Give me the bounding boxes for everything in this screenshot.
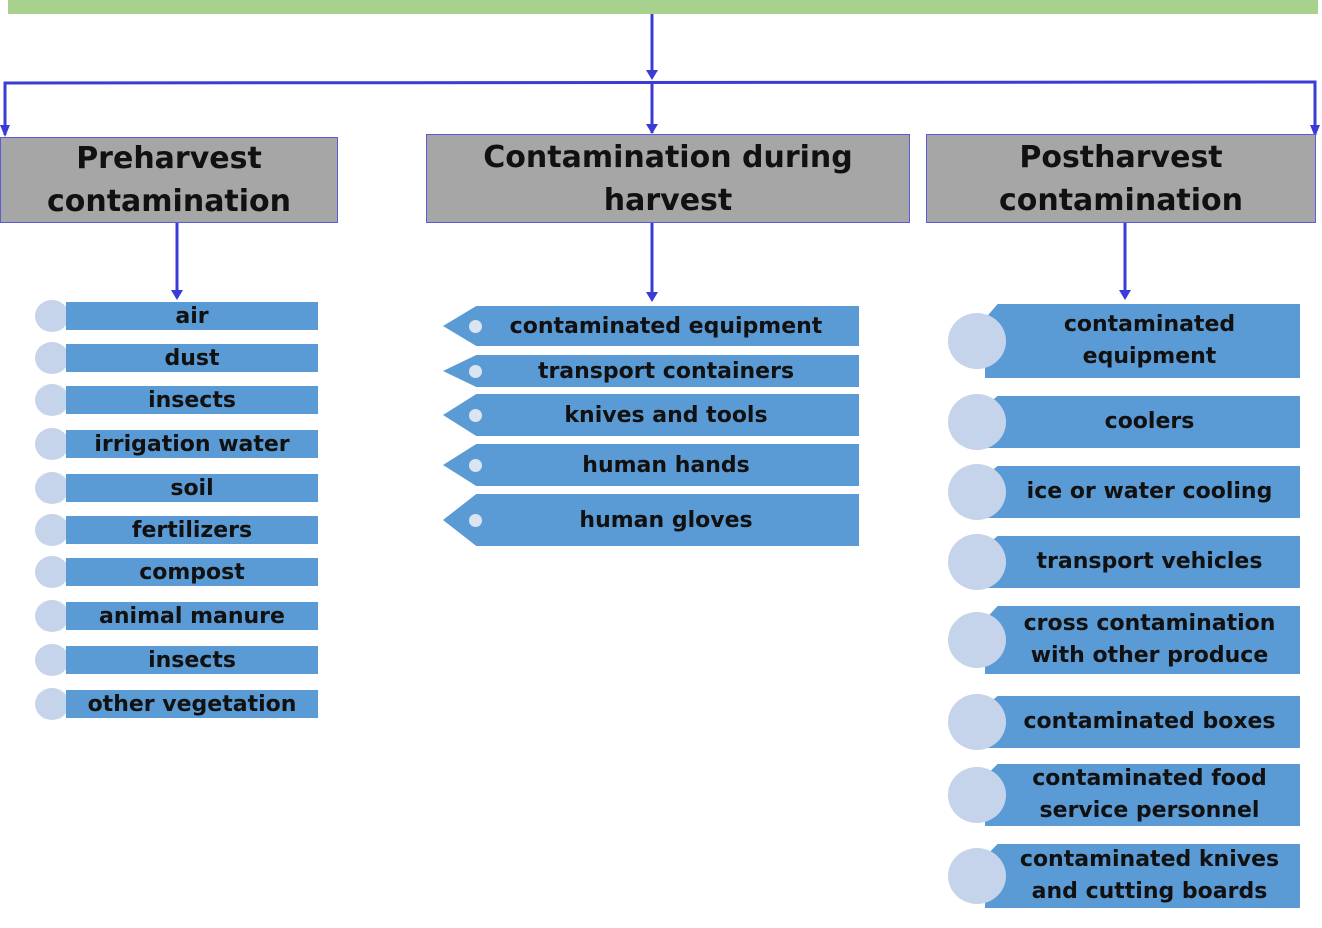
list-item: insects [66, 386, 318, 414]
list-item: air [66, 302, 318, 330]
list-item: contaminated food service personnel [985, 764, 1300, 826]
bullet-circle-icon [35, 556, 69, 588]
list-item: human hands [443, 444, 859, 486]
bullet-circle-icon [948, 767, 1006, 823]
top-heading-bar [8, 0, 1318, 14]
list-item: contaminated boxes [985, 696, 1300, 748]
category-harvest: Contamination during harvest [426, 134, 910, 223]
bullet-circle-icon [35, 472, 69, 504]
bullet-circle-icon [948, 534, 1006, 590]
category-postharvest: Postharvest contamination [926, 134, 1316, 223]
list-item: irrigation water [66, 430, 318, 458]
bullet-circle-icon [35, 428, 69, 460]
list-item: coolers [985, 396, 1300, 448]
list-item: cross contamination with other produce [985, 606, 1300, 674]
bullet-circle-icon [948, 313, 1006, 369]
list-item: knives and tools [443, 394, 859, 436]
list-item: soil [66, 474, 318, 502]
list-item: transport containers [443, 355, 859, 387]
list-item: fertilizers [66, 516, 318, 544]
list-item: animal manure [66, 602, 318, 630]
list-item: ice or water cooling [985, 466, 1300, 518]
list-item: transport vehicles [985, 536, 1300, 588]
bullet-circle-icon [948, 464, 1006, 520]
bullet-dot-icon [469, 459, 482, 472]
connector-horizontal [3, 80, 1317, 135]
bullet-circle-icon [948, 694, 1006, 750]
bullet-circle-icon [35, 600, 69, 632]
list-item: contaminated knives and cutting boards [985, 844, 1300, 908]
bullet-circle-icon [35, 644, 69, 676]
bullet-circle-icon [948, 848, 1006, 904]
list-item: human gloves [443, 494, 859, 546]
category-preharvest: Preharvest contamination [0, 137, 338, 223]
bullet-circle-icon [35, 514, 69, 546]
bullet-dot-icon [469, 514, 482, 527]
bullet-circle-icon [35, 384, 69, 416]
bullet-circle-icon [35, 342, 69, 374]
list-item: contaminated equipment [985, 304, 1300, 378]
bullet-circle-icon [35, 688, 69, 720]
bullet-circle-icon [35, 300, 69, 332]
bullet-dot-icon [469, 365, 482, 378]
bullet-circle-icon [948, 612, 1006, 668]
bullet-dot-icon [469, 409, 482, 422]
list-item: other vegetation [66, 690, 318, 718]
list-item: dust [66, 344, 318, 372]
bullet-dot-icon [469, 320, 482, 333]
bullet-circle-icon [948, 394, 1006, 450]
list-item: compost [66, 558, 318, 586]
list-item: insects [66, 646, 318, 674]
list-item: contaminated equipment [443, 306, 859, 346]
